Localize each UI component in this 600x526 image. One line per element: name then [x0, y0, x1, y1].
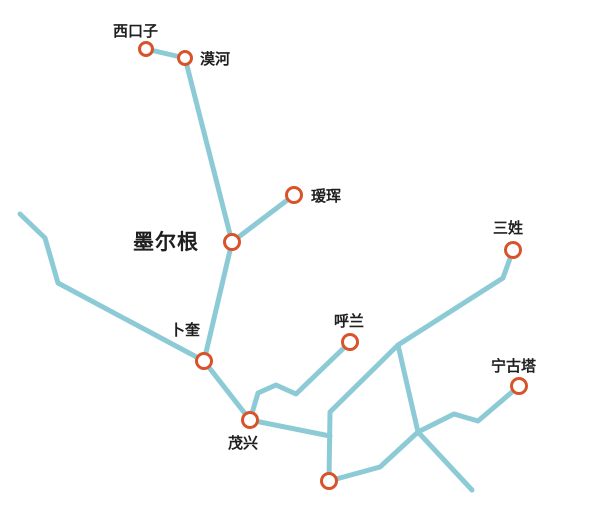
label-moergen: 墨尔根: [133, 230, 199, 254]
label-aihui: 瑷珲: [311, 187, 341, 205]
route-maoxing-east: [247, 417, 333, 439]
route-west-branch: [17, 211, 207, 364]
station-aihui[interactable]: [285, 186, 303, 204]
station-ningguta[interactable]: [510, 377, 528, 395]
station-south-unnamed[interactable]: [320, 472, 338, 490]
route-south-station-north: [326, 247, 516, 484]
label-bukui: 卜奎: [170, 321, 201, 339]
label-mohe: 漠河: [200, 50, 230, 68]
station-maoxing[interactable]: [241, 411, 259, 429]
label-xikouzi: 西口子: [113, 22, 158, 40]
label-sanxing: 三姓: [493, 219, 523, 237]
stations: [138, 41, 528, 490]
route-maoxing-hulan: [247, 339, 353, 423]
label-maoxing: 茂兴: [228, 434, 258, 452]
station-sanxing[interactable]: [504, 241, 522, 259]
route-moergen-aihui: [229, 192, 297, 245]
route-lines: [17, 46, 522, 493]
route-mohe-moergen: [182, 55, 235, 245]
station-moergen[interactable]: [223, 233, 241, 251]
station-hulan[interactable]: [341, 333, 359, 351]
station-xikouzi[interactable]: [138, 41, 154, 57]
route-bukui-maoxing: [201, 358, 253, 423]
label-hulan: 呼兰: [334, 312, 364, 330]
station-bukui[interactable]: [195, 352, 213, 370]
label-ningguta: 宁古塔: [491, 357, 537, 375]
route-south-station-east: [326, 383, 522, 484]
route-moergen-bukui: [201, 239, 235, 364]
station-labels: 西口子 漠河 瑷珲 墨尔根 卜奎 呼兰 茂兴 三姓 宁古塔: [113, 22, 537, 452]
station-mohe[interactable]: [177, 50, 193, 66]
route-north-south-trunk: [395, 342, 475, 493]
